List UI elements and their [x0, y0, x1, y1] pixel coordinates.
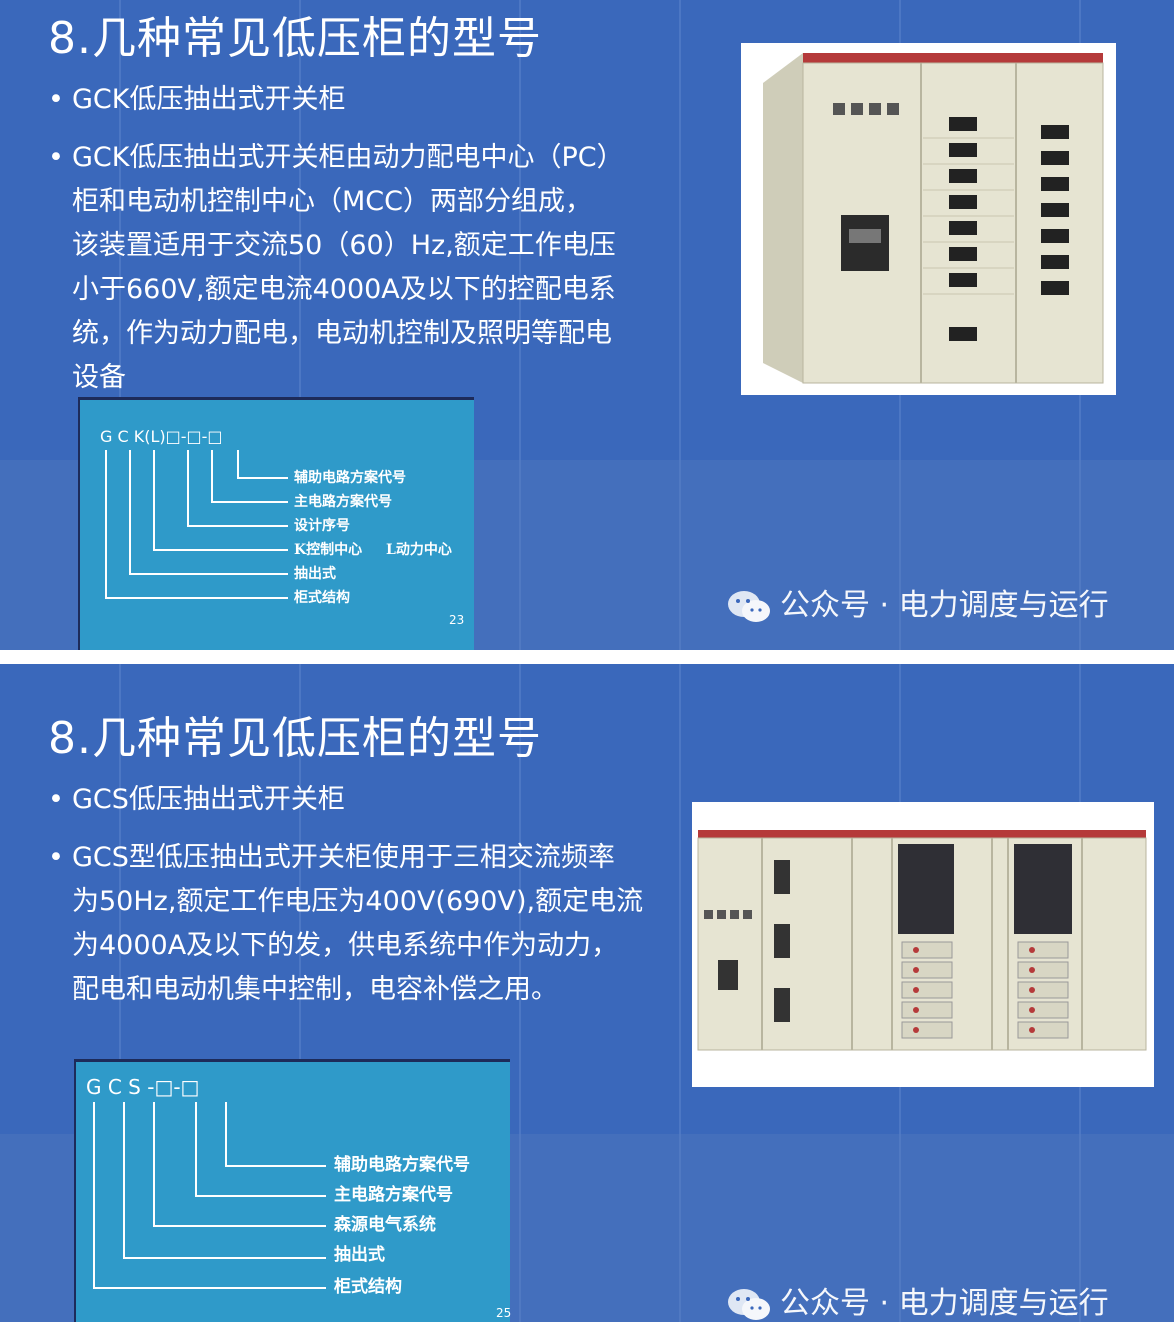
bullet-text: GCK低压抽出式开关柜由动力配电中心（PC） 柜和电动机控制中心（MCC）两部分… — [72, 142, 624, 393]
model-code-diagram: G C K(L)□-□-□ 辅助电路方案代号 主电路方案代号 设计序号 K控制中… — [78, 397, 474, 650]
diagram-label: 主电路方案代号 — [334, 1184, 453, 1205]
diagram-label: K控制中心 — [294, 541, 362, 558]
model-code: G C S -□-□ — [86, 1075, 199, 1099]
page-title: 8.几种常见低压柜的型号 — [48, 713, 542, 764]
bullet-dot: • — [48, 84, 64, 115]
watermark-text: 公众号 · 电力调度与运行 — [780, 588, 1109, 623]
bullet-text: GCS低压抽出式开关柜 — [72, 784, 345, 815]
model-code: G C K(L)□-□-□ — [100, 427, 223, 446]
slide-gck: 8.几种常见低压柜的型号 • GCK低压抽出式开关柜 • GCK低压抽出式开关柜… — [0, 0, 1174, 650]
diagram-label: 柜式结构 — [334, 1276, 402, 1297]
wechat-icon — [728, 590, 770, 622]
bullet-dot: • — [48, 842, 64, 873]
page-number: 23 — [449, 613, 465, 627]
bullet-item: • GCS型低压抽出式开关柜使用于三相交流频率 为50Hz,额定工作电压为400… — [48, 836, 688, 1012]
wechat-icon — [728, 1288, 770, 1320]
bullet-text: GCK低压抽出式开关柜 — [72, 84, 346, 115]
cabinet-photo — [741, 43, 1116, 395]
background-decoration — [0, 664, 1174, 1322]
diagram-label: 辅助电路方案代号 — [334, 1154, 470, 1175]
slide-gcs: 8.几种常见低压柜的型号 • GCS低压抽出式开关柜 • GCS型低压抽出式开关… — [0, 664, 1174, 1322]
watermark: 公众号 · 电力调度与运行 — [726, 580, 1109, 625]
diagram-label: 主电路方案代号 — [294, 493, 392, 510]
diagram-label: 抽出式 — [334, 1244, 385, 1265]
diagram-label: 抽出式 — [294, 565, 336, 582]
bullet-dot: • — [48, 142, 64, 173]
model-code-diagram: G C S -□-□ 辅助电路方案代号 主电路方案代号 森源电气系统 抽出式 柜… — [74, 1059, 512, 1322]
bullet-text: GCS型低压抽出式开关柜使用于三相交流频率 为50Hz,额定工作电压为400V(… — [72, 842, 644, 1005]
cabinet-photo — [692, 802, 1154, 1087]
bullet-item: • GCK低压抽出式开关柜由动力配电中心（PC） 柜和电动机控制中心（MCC）两… — [48, 136, 708, 400]
bullet-item: • GCK低压抽出式开关柜 — [48, 78, 688, 122]
diagram-label: 辅助电路方案代号 — [294, 469, 406, 486]
diagram-label: 设计序号 — [294, 517, 350, 534]
watermark: 公众号 · 电力调度与运行 — [726, 1278, 1109, 1322]
watermark-text: 公众号 · 电力调度与运行 — [780, 1286, 1109, 1321]
diagram-label: L动力中心 — [386, 541, 452, 558]
page-number: 25 — [496, 1306, 512, 1320]
bullet-item: • GCS低压抽出式开关柜 — [48, 778, 688, 822]
diagram-label: 柜式结构 — [294, 589, 350, 606]
page-title: 8.几种常见低压柜的型号 — [48, 13, 542, 64]
diagram-label: 森源电气系统 — [334, 1214, 436, 1235]
bullet-dot: • — [48, 784, 64, 815]
